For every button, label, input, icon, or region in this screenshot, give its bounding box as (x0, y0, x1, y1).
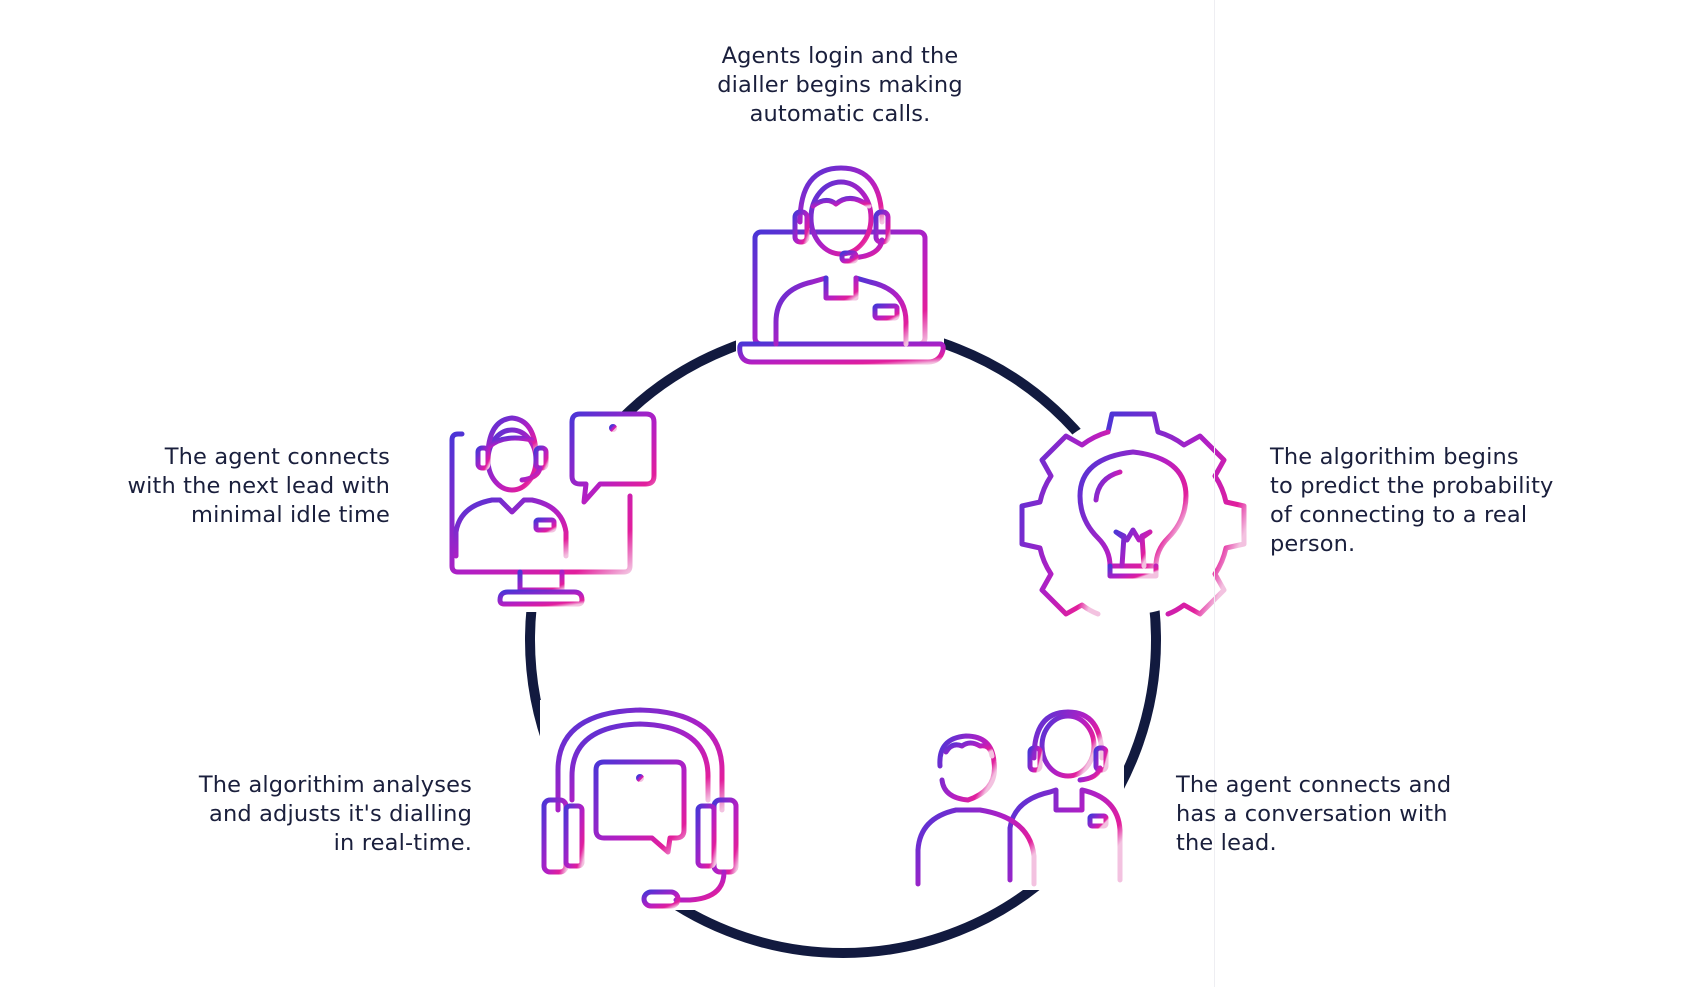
caption-line: The agent connects and (1176, 771, 1496, 800)
caption-line: The algorithim begins (1270, 443, 1610, 472)
caption-line: and adjusts it's dialling (100, 800, 472, 829)
caption-line: the lead. (1176, 829, 1496, 858)
caption-line: dialler begins making (680, 71, 1000, 100)
caption-line: with the next lead with (70, 472, 390, 501)
step-converse-caption: The agent connects and has a conversatio… (1176, 771, 1496, 858)
step-predict-caption: The algorithim begins to predict the pro… (1270, 443, 1610, 559)
caption-line: Agents login and the (680, 42, 1000, 71)
agent-and-lead-icon (916, 700, 1124, 890)
caption-line: The algorithim analyses (100, 771, 472, 800)
headphones-info-icon (540, 700, 740, 910)
caption-line: person. (1270, 530, 1610, 559)
caption-line: minimal idle time (70, 501, 390, 530)
caption-line: in real-time. (100, 829, 472, 858)
agent-monitor-info-icon (452, 412, 658, 612)
caption-line: of connecting to a real (1270, 501, 1610, 530)
caption-line: The agent connects (70, 443, 390, 472)
step-login-caption: Agents login and the dialler begins maki… (680, 42, 1000, 129)
step-next-lead-caption: The agent connects with the next lead wi… (70, 443, 390, 530)
agent-laptop-headset-icon (736, 168, 944, 364)
caption-line: automatic calls. (680, 100, 1000, 129)
gear-lightbulb-icon (1022, 414, 1244, 614)
step-analyse-caption: The algorithim analyses and adjusts it's… (100, 771, 472, 858)
caption-line: has a conversation with (1176, 800, 1496, 829)
caption-line: to predict the probability (1270, 472, 1610, 501)
